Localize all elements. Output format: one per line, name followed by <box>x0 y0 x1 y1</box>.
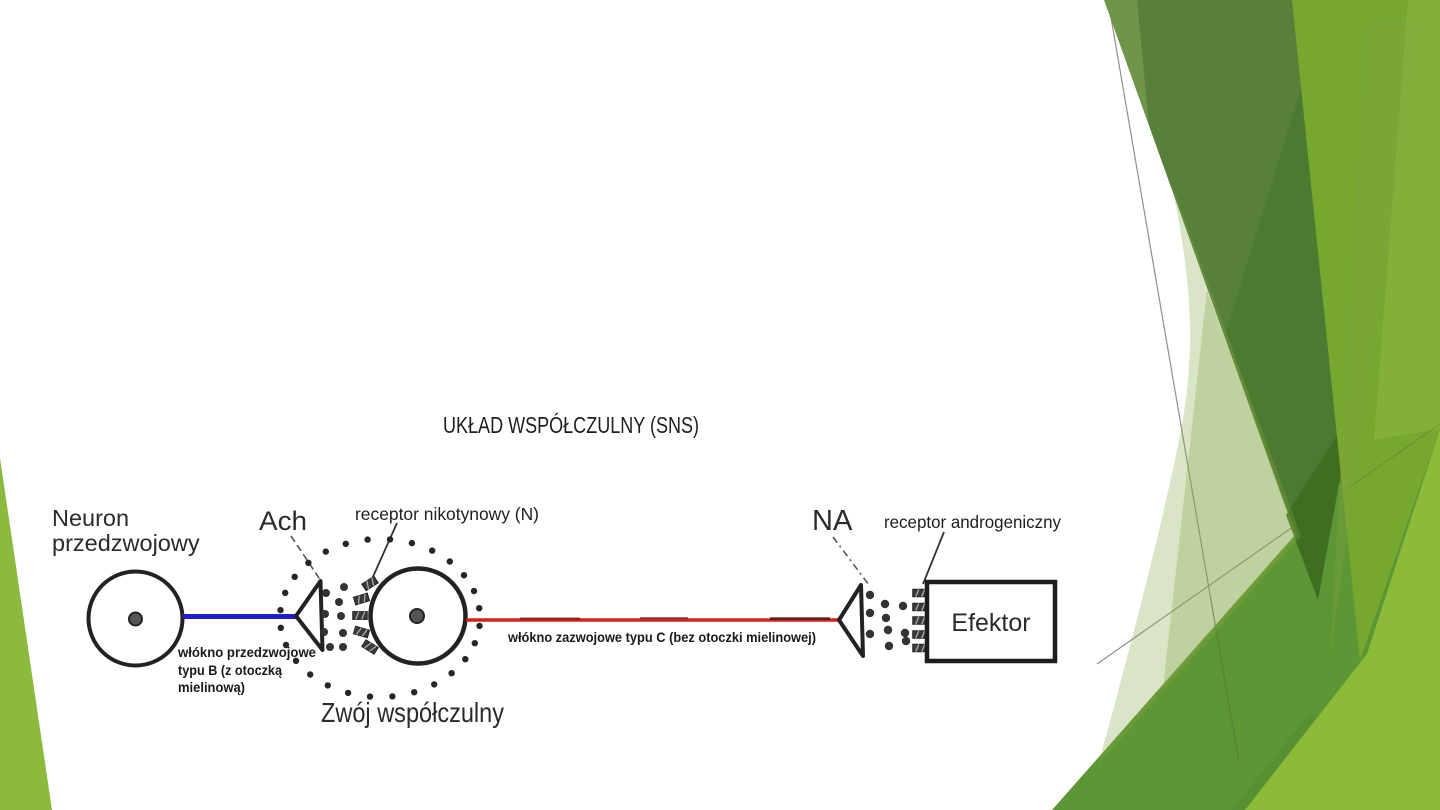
svg-text:Zwój współczulny: Zwój współczulny <box>321 697 504 728</box>
svg-text:włókno przedzwojowe: włókno przedzwojowe <box>177 645 316 660</box>
svg-text:Ach: Ach <box>259 506 307 536</box>
svg-text:włókno zazwojowe typu C (bez o: włókno zazwojowe typu C (bez otoczki mie… <box>507 630 816 645</box>
svg-text:Neuron: Neuron <box>52 505 129 531</box>
svg-text:przedzwojowy: przedzwojowy <box>52 530 200 556</box>
svg-text:mielinową): mielinową) <box>178 680 245 695</box>
svg-text:receptor androgeniczny: receptor androgeniczny <box>884 512 1061 532</box>
svg-text:receptor nikotynowy (N): receptor nikotynowy (N) <box>355 504 539 524</box>
svg-text:Efektor: Efektor <box>951 609 1030 637</box>
svg-text:typu B (z otoczką: typu B (z otoczką <box>178 663 282 678</box>
svg-text:UKŁAD WSPÓŁCZULNY (SNS): UKŁAD WSPÓŁCZULNY (SNS) <box>443 412 699 438</box>
svg-text:NA: NA <box>812 505 853 537</box>
